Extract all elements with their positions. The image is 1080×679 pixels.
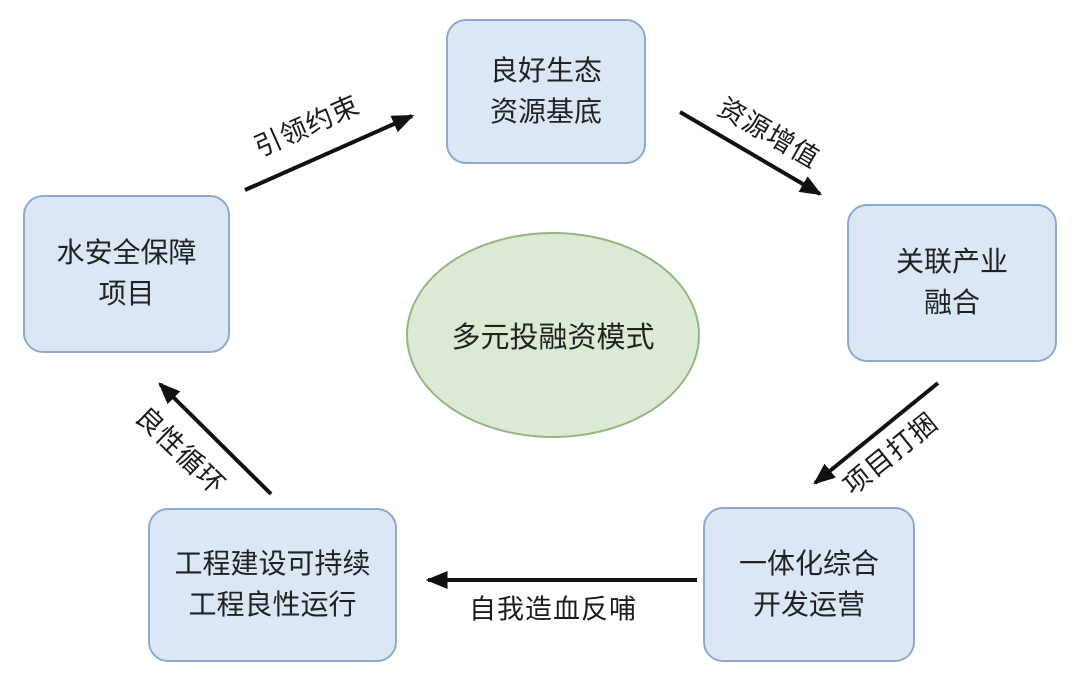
node-label: 一体化综合 开发运营 [738,547,879,620]
node-related-industry-integration: 关联产业 融合 [847,204,1057,362]
node-sustainable-engineering-operation: 工程建设可持续 工程良性运行 [148,508,397,662]
edge-label-project-bundling: 项目打捆 [837,407,944,501]
node-integrated-development-operation: 一体化综合 开发运营 [703,507,915,662]
node-label: 良好生态 资源基底 [489,54,602,127]
node-label: 关联产业 融合 [895,246,1008,318]
node-ecological-resource-base: 良好生态 资源基底 [446,19,646,164]
edge-label-resource-appreciation: 资源增值 [712,92,825,175]
edge-label-leading-constraint: 引领约束 [249,89,365,163]
edge-label-virtuous-cycle: 良性循环 [129,401,231,501]
node-diversified-financing-model: 多元投融资模式 [406,232,700,438]
edge-label-self-financing-feedback: 自我造血反哺 [469,594,637,625]
node-label: 水安全保障 项目 [56,237,197,309]
node-label: 工程建设可持续 工程良性运行 [174,548,371,620]
center-label: 多元投融资模式 [451,322,655,354]
node-water-security-project: 水安全保障 项目 [23,195,230,353]
